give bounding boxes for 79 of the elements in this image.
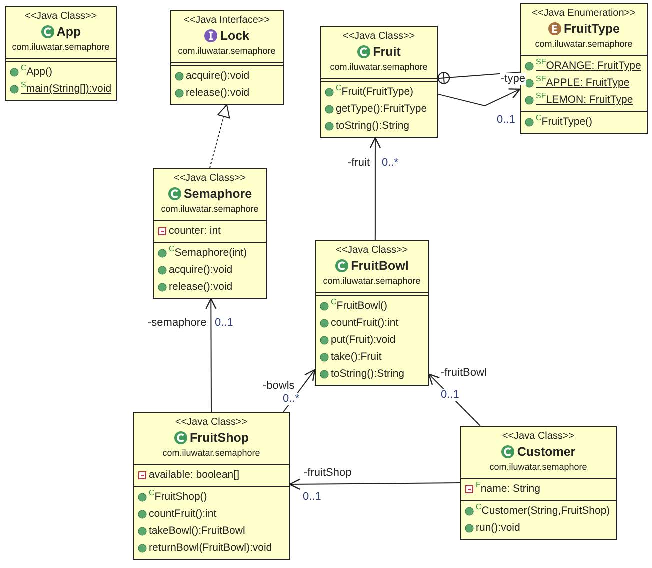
class-name: App [56,24,82,40]
stereotype-label: <<Java Class>> [24,11,98,23]
attribute: $^{SF}$APPLE: FruitType [536,77,630,90]
package-name: com.iluwatar.semaphore [323,275,421,288]
association-arrow [289,478,460,490]
attribute: counter: int [169,225,221,238]
operation: $^{C}$FruitShop() [149,491,208,504]
multiplicity-label: 0..1 [496,114,516,126]
attribute: available: boolean[] [149,469,240,482]
class-name: Lock [220,28,250,44]
operation: $^{C}$Customer(String,FruitShop) [476,505,610,518]
operation: $^{C}$FruitType() [536,116,593,129]
stereotype-label: <<Java Class>> [336,245,408,257]
attribute: $^{F}$name: String [476,483,540,496]
operation: countFruit():int [331,317,399,330]
class-name: Semaphore [184,186,252,202]
association-arrow [428,374,481,426]
multiplicity-label: 0..1 [440,389,460,401]
package-name: com.iluwatar.semaphore [535,38,633,51]
operation: countFruit():int [149,508,217,521]
stereotype-label: <<Java Interface>> [184,15,270,27]
operation: release():void [186,87,250,100]
class-box [153,168,267,299]
operation: run():void [476,522,520,535]
package-name: com.iluwatar.semaphore [161,203,259,216]
attribute: $^{SF}$ORANGE: FruitType [536,60,642,73]
class-box [5,6,117,101]
stereotype-label: <<Java Class>> [342,31,416,43]
package-name: com.iluwatar.semaphore [162,447,260,460]
operation: takeBowl():FruitBowl [149,525,246,538]
operation: acquire():void [186,70,250,83]
operation: toString():String [336,120,410,133]
operation: $^{C}$Fruit(FruitType) [336,86,414,99]
operation: release():void [169,281,233,294]
class-box [315,240,429,386]
operation: $^{C}$Semaphore(int) [169,247,248,260]
role-label: -fruitShop [303,467,353,479]
operation: acquire():void [169,264,233,277]
operation: toString():String [331,368,405,381]
package-name: com.iluwatar.semaphore [12,41,110,54]
class-box [133,412,290,560]
association-arrow [370,137,382,240]
package-name: com.iluwatar.semaphore [330,61,428,74]
role-label: -fruit [347,157,371,169]
association-arrow [438,88,521,107]
multiplicity-label: 0..1 [302,491,322,503]
attribute: $^{SF}$LEMON: FruitType [536,94,634,107]
operation: $^{S}$main(String[]):void [21,83,112,96]
stereotype-label: <<Java Class>> [175,417,248,429]
class-name: FruitType [564,21,620,37]
multiplicity-label: 0..1 [214,317,234,329]
association-arrow [206,298,217,412]
role-label: -type [500,73,526,85]
package-name: com.iluwatar.semaphore [490,461,588,474]
role-label: -bowls [262,380,296,392]
operation: returnBowl(FruitBowl):void [149,542,272,555]
class-box [460,426,617,540]
nesting-connector [438,72,520,84]
operation: put(Fruit):void [331,334,396,347]
role-label: -fruitBowl [440,367,488,379]
class-name: FruitBowl [351,258,409,274]
operation: getType():FruitType [336,103,428,116]
operation: $^{C}$FruitBowl() [331,300,388,313]
class-name: Fruit [373,44,401,60]
stereotype-label: <<Java Class>> [502,431,575,443]
multiplicity-label: 0..* [282,393,301,405]
operation: take():Fruit [331,351,382,364]
class-name: Customer [517,444,576,460]
multiplicity-label: 0..* [381,157,400,169]
operation: $^{C}$App() [21,66,52,79]
realization-arrow [210,104,230,168]
package-name: com.iluwatar.semaphore [178,45,276,58]
stereotype-label: <<Java Class>> [174,173,246,185]
class-box [170,10,284,105]
role-label: -semaphore [147,317,208,329]
association-arrow [283,369,316,412]
stereotype-label: <<Java Enumeration>> [532,8,636,20]
class-box [320,26,438,138]
class-name: FruitShop [190,430,249,446]
